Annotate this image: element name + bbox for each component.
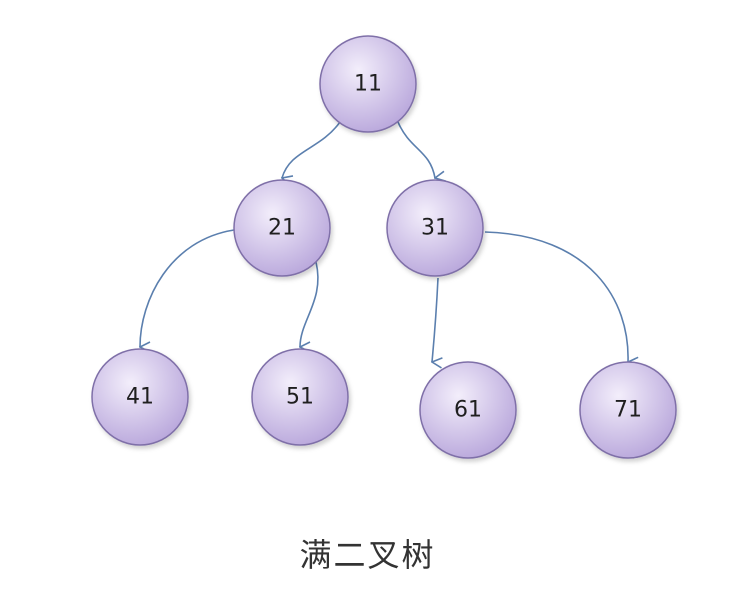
node-label-21: 21 — [268, 216, 296, 241]
node-11: 11 — [319, 35, 417, 133]
node-21: 21 — [233, 179, 331, 277]
edge-31-to-71 — [484, 231, 628, 362]
node-label-61: 61 — [454, 398, 482, 423]
edge-11-to-21 — [282, 121, 341, 178]
edge-21-to-41 — [140, 229, 235, 347]
node-41: 41 — [91, 348, 189, 446]
node-71: 71 — [579, 361, 677, 459]
node-label-31: 31 — [421, 216, 449, 241]
edge-21-to-51 — [300, 261, 319, 347]
edge-11-to-31 — [397, 121, 435, 178]
node-label-41: 41 — [126, 385, 154, 410]
nodes-layer: 11 21 31 41 51 61 — [91, 35, 677, 459]
edges-layer — [140, 121, 628, 362]
node-label-11: 11 — [354, 72, 382, 97]
node-label-51: 51 — [286, 385, 314, 410]
node-61: 61 — [419, 361, 517, 459]
node-label-71: 71 — [614, 398, 642, 423]
diagram-caption: 满二叉树 — [299, 536, 436, 574]
edge-31-to-61 — [432, 277, 438, 362]
node-31: 31 — [386, 179, 484, 277]
node-51: 51 — [251, 348, 349, 446]
